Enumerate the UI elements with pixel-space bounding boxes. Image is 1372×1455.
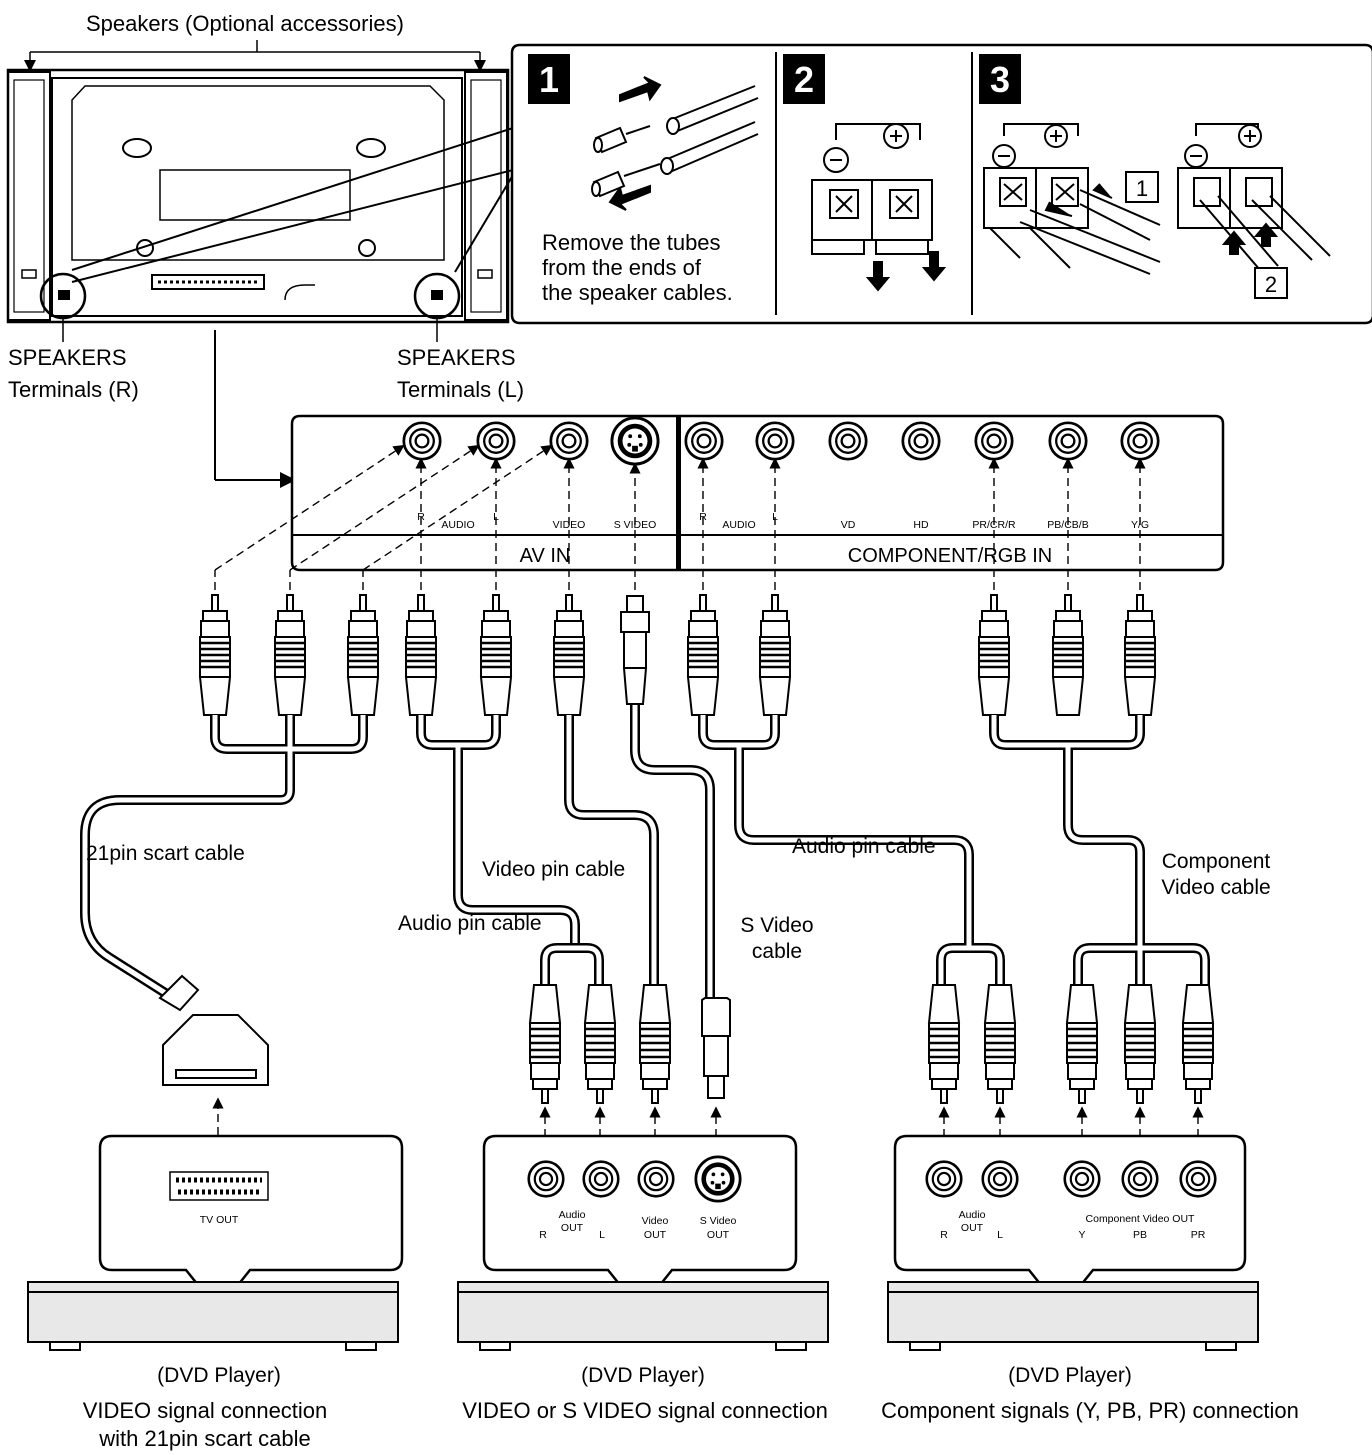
device-2-audio-title-2: OUT (561, 1222, 584, 1234)
cables (80, 705, 1210, 1001)
step-2-illustration (811, 123, 947, 292)
device-3-player (887, 1281, 1259, 1351)
bottom-rca-plug (638, 984, 672, 1104)
device-3-audio-title-1: Audio (959, 1209, 986, 1221)
terminal-r-label-1: SPEAKERS (8, 345, 127, 370)
device-2-player (457, 1281, 829, 1351)
terminal-l-label-2: Terminals (L) (397, 377, 524, 402)
device-3-pb-jack[interactable] (1121, 1160, 1159, 1198)
speakers-title: Speakers (Optional accessories) (86, 11, 404, 36)
device-2-audio-r-label: R (539, 1229, 547, 1241)
device-3-audio-r-jack[interactable] (925, 1160, 963, 1198)
device-1-tv-out-label: TV OUT (200, 1214, 239, 1226)
bottom-rca-plug (528, 984, 562, 1104)
step-1-caption-2: from the ends of (542, 255, 702, 280)
step-3-illustration (983, 123, 1331, 299)
device-2-audio-l-label: L (599, 1229, 605, 1241)
device-3-name: (DVD Player) (1008, 1364, 1132, 1387)
bottom-rca-plug (927, 984, 961, 1104)
vd-label: VD (841, 519, 856, 531)
speakers-bracket (24, 40, 486, 72)
device-2-svideo-jack[interactable] (694, 1155, 742, 1203)
video-pin-cable-label: Video pin cable (482, 858, 625, 881)
device-3-audio-r-label: R (940, 1229, 948, 1241)
step-1-illustration (591, 76, 759, 211)
step-2-number: 2 (794, 59, 814, 100)
step-3-number: 3 (990, 59, 1010, 100)
dashed-guides-top (214, 444, 1146, 590)
device-2-audio-r-jack[interactable] (527, 1160, 565, 1198)
device-2-video-label-1: Video (642, 1215, 669, 1227)
av-audio-label: AUDIO (441, 519, 474, 531)
device-1-connection-1: VIDEO signal connection (83, 1398, 328, 1423)
hd-label: HD (913, 519, 929, 531)
hd-jack[interactable] (901, 421, 941, 461)
device-2-svideo-label-2: OUT (707, 1229, 730, 1241)
device-2-connection: VIDEO or S VIDEO signal connection (462, 1398, 828, 1423)
component-cable-label-2: Video cable (1161, 876, 1270, 899)
yg-jack[interactable] (1120, 421, 1160, 461)
device-2-audio-l-jack[interactable] (582, 1160, 620, 1198)
svideo-cable-label-1: S Video (740, 914, 813, 937)
av-svideo-jack[interactable] (610, 416, 660, 466)
pr-jack[interactable] (974, 421, 1014, 461)
av-audio-r-jack[interactable] (402, 421, 442, 461)
step-1-caption-1: Remove the tubes (542, 230, 721, 255)
component-cable-label-1: Component (1162, 850, 1271, 873)
device-3-component-title: Component Video OUT (1086, 1213, 1196, 1225)
device-3-pr-label: PR (1191, 1229, 1206, 1241)
component-in-title: COMPONENT/RGB IN (848, 545, 1052, 567)
step-1-number: 1 (539, 59, 559, 100)
device-3-pb-label: PB (1133, 1229, 1147, 1241)
step-3-sub-label-1: 1 (1136, 176, 1148, 201)
terminal-r-label-2: Terminals (R) (8, 377, 139, 402)
device-3-connection: Component signals (Y, PB, PR) connection (881, 1398, 1299, 1423)
device-1-name: (DVD Player) (157, 1364, 281, 1387)
audio-pin-cable-right-label: Audio pin cable (792, 835, 936, 858)
device-2-video-jack[interactable] (637, 1160, 675, 1198)
comp-audio-label: AUDIO (722, 519, 755, 531)
step-1-caption-3: the speaker cables. (542, 280, 733, 305)
comp-audio-l-jack[interactable] (755, 421, 795, 461)
device-2-audio-title-1: Audio (559, 1209, 586, 1221)
terminal-l-label-1: SPEAKERS (397, 345, 516, 370)
scart-plug (158, 974, 269, 1086)
bottom-rca-plug (1181, 984, 1215, 1104)
comp-audio-r-jack[interactable] (684, 421, 724, 461)
display-rear-view (6, 68, 510, 324)
device-3-pr-jack[interactable] (1179, 1160, 1217, 1198)
device-2-name: (DVD Player) (581, 1364, 705, 1387)
vd-jack[interactable] (828, 421, 868, 461)
device-3-y-jack[interactable] (1063, 1160, 1101, 1198)
av-audio-l-jack[interactable] (476, 421, 516, 461)
step-3-sub-label-2: 2 (1265, 272, 1277, 297)
pb-jack[interactable] (1048, 421, 1088, 461)
device-3-audio-l-label: L (997, 1229, 1003, 1241)
device-3-audio-l-jack[interactable] (981, 1160, 1019, 1198)
svideo-cable-label-2: cable (752, 940, 802, 963)
steps-box (510, 43, 1372, 325)
device-1-player (27, 1281, 399, 1351)
audio-pin-cable-left-label: Audio pin cable (398, 912, 542, 935)
device-2-video-label-2: OUT (644, 1229, 667, 1241)
device-3-y-label: Y (1078, 1229, 1085, 1241)
device-1-connection-2: with 21pin scart cable (98, 1426, 311, 1451)
bottom-rca-plug (983, 984, 1017, 1104)
bottom-rca-plug (1123, 984, 1157, 1104)
av-video-jack[interactable] (549, 421, 589, 461)
device-1-callout (98, 1134, 404, 1313)
bottom-rca-plug (583, 984, 617, 1104)
bottom-plugs-set (528, 984, 1215, 1104)
scart-cable-label: 21pin scart cable (86, 842, 245, 865)
av-in-title: AV IN (520, 545, 571, 567)
device-2-svideo-label-1: S Video (700, 1215, 737, 1227)
top-plugs (198, 593, 1157, 717)
device-3-audio-title-2: OUT (961, 1222, 984, 1234)
bottom-rca-plug (1065, 984, 1099, 1104)
